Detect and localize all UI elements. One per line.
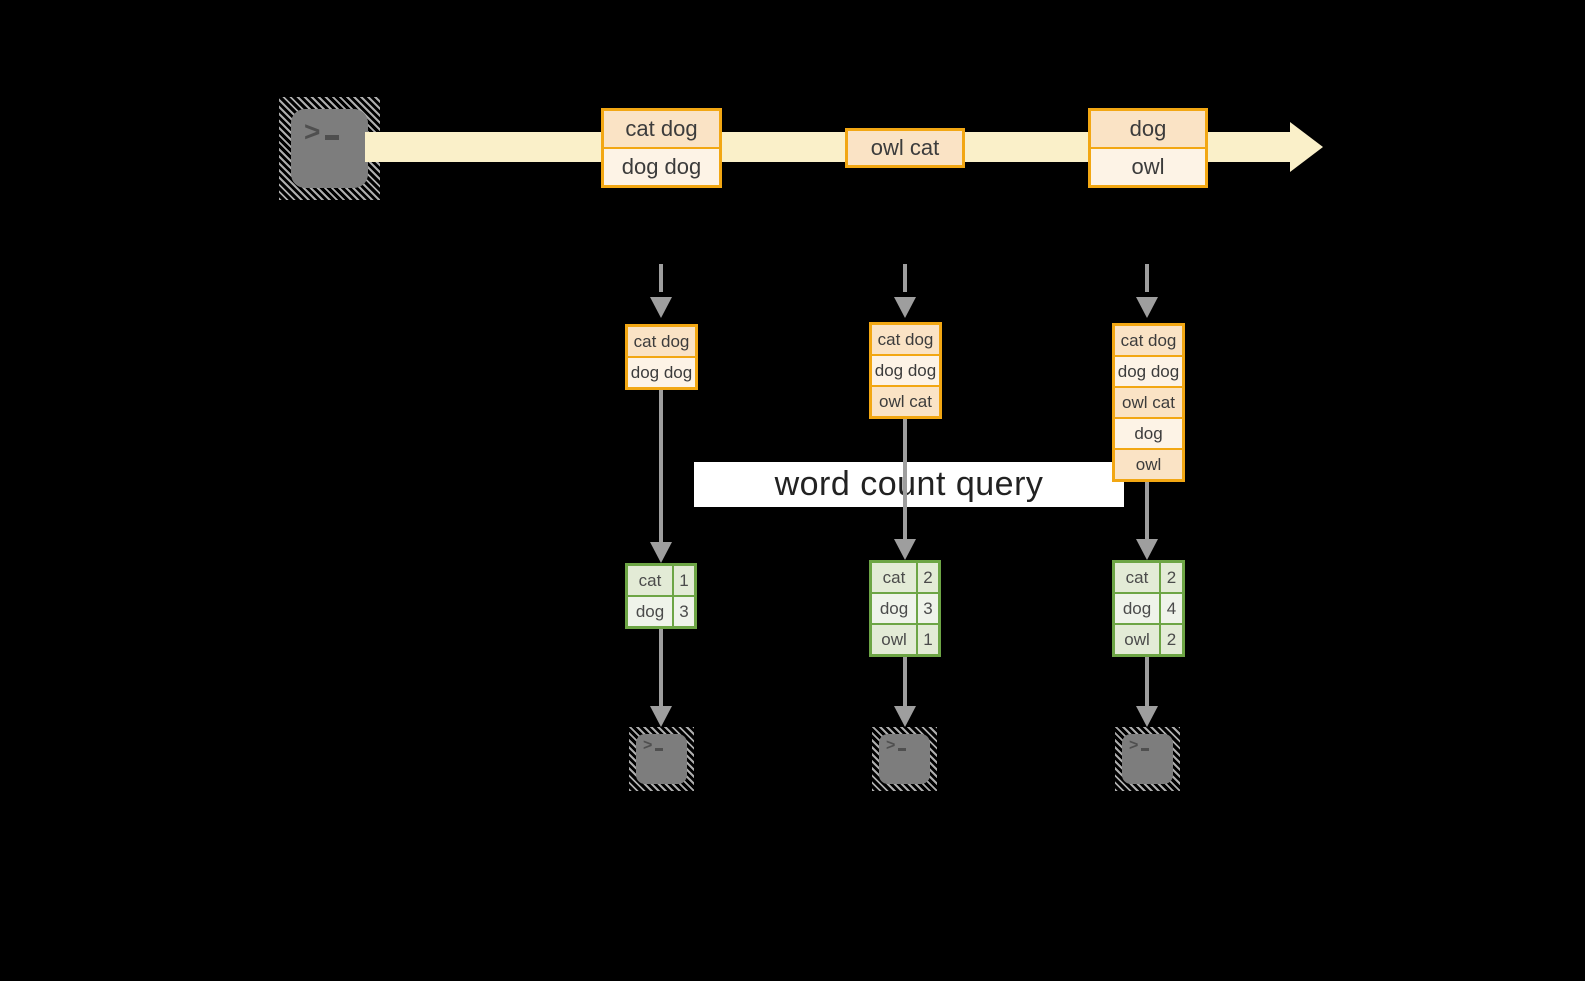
count-row: dog 3 bbox=[872, 592, 938, 623]
query-arrow-1 bbox=[659, 390, 663, 542]
input-record: cat dog bbox=[1115, 326, 1182, 355]
terminal-prompt-icon: > bbox=[1129, 736, 1150, 756]
arrowhead-icon bbox=[1136, 297, 1158, 318]
count-value-cell: 2 bbox=[1161, 563, 1182, 592]
query-arrow-3 bbox=[1145, 482, 1149, 539]
count-table-3: cat 2 dog 4 owl 2 bbox=[1112, 560, 1185, 657]
count-row: dog 3 bbox=[628, 595, 694, 626]
stream-batch-2: owl cat bbox=[845, 128, 965, 168]
stream-arrowhead-icon bbox=[1290, 122, 1323, 172]
query-banner: word count query bbox=[694, 462, 1124, 507]
input-record: owl cat bbox=[872, 385, 939, 416]
ingest-arrow-2 bbox=[903, 264, 907, 292]
terminal-cursor-icon bbox=[655, 748, 664, 751]
count-row: cat 2 bbox=[872, 563, 938, 592]
source-terminal-icon: > bbox=[279, 97, 380, 200]
arrowhead-icon bbox=[650, 542, 672, 563]
count-row: owl 2 bbox=[1115, 623, 1182, 654]
terminal-cursor-icon bbox=[1141, 748, 1150, 751]
input-record: cat dog bbox=[628, 327, 695, 356]
stream-record: owl bbox=[1091, 147, 1205, 185]
terminal-cursor-icon bbox=[898, 748, 907, 751]
input-record: dog dog bbox=[872, 354, 939, 385]
input-record: dog dog bbox=[1115, 355, 1182, 386]
terminal-prompt-icon: > bbox=[304, 115, 340, 149]
arrowhead-icon bbox=[894, 539, 916, 560]
input-records-2: cat dog dog dog owl cat bbox=[869, 322, 942, 419]
sink-terminal-icon-2: > bbox=[872, 727, 937, 791]
count-row: cat 1 bbox=[628, 566, 694, 595]
count-word-cell: owl bbox=[872, 625, 918, 654]
output-arrow-2 bbox=[903, 657, 907, 706]
arrowhead-icon bbox=[894, 706, 916, 727]
count-word-cell: dog bbox=[872, 594, 918, 623]
stream-record: owl cat bbox=[848, 131, 962, 165]
prompt-chevron-icon: > bbox=[886, 737, 896, 754]
sink-terminal-icon-1: > bbox=[629, 727, 694, 791]
count-value-cell: 4 bbox=[1161, 594, 1182, 623]
terminal-screen: > bbox=[1122, 734, 1173, 784]
input-record: dog dog bbox=[628, 356, 695, 387]
input-records-1: cat dog dog dog bbox=[625, 324, 698, 390]
count-row: cat 2 bbox=[1115, 563, 1182, 592]
count-value-cell: 2 bbox=[918, 563, 938, 592]
count-row: owl 1 bbox=[872, 623, 938, 654]
count-word-cell: owl bbox=[1115, 625, 1161, 654]
count-value-cell: 3 bbox=[918, 594, 938, 623]
input-record: dog bbox=[1115, 417, 1182, 448]
prompt-chevron-icon: > bbox=[1129, 737, 1139, 754]
ingest-arrow-3 bbox=[1145, 264, 1149, 292]
terminal-screen: > bbox=[636, 734, 687, 784]
stream-batch-3: dog owl bbox=[1088, 108, 1208, 188]
arrowhead-icon bbox=[894, 297, 916, 318]
stream-record: dog dog bbox=[604, 147, 719, 185]
sink-terminal-icon-3: > bbox=[1115, 727, 1180, 791]
count-word-cell: cat bbox=[1115, 563, 1161, 592]
count-word-cell: cat bbox=[628, 566, 674, 595]
count-value-cell: 1 bbox=[674, 566, 694, 595]
query-banner-label: word count query bbox=[774, 465, 1044, 503]
arrowhead-icon bbox=[650, 706, 672, 727]
arrowhead-icon bbox=[1136, 706, 1158, 727]
terminal-screen: > bbox=[291, 109, 368, 188]
stream-record: dog bbox=[1091, 111, 1205, 147]
stream-batch-1: cat dog dog dog bbox=[601, 108, 722, 188]
ingest-arrow-1 bbox=[659, 264, 663, 292]
count-table-2: cat 2 dog 3 owl 1 bbox=[869, 560, 941, 657]
count-word-cell: dog bbox=[628, 597, 674, 626]
input-record: owl cat bbox=[1115, 386, 1182, 417]
count-value-cell: 2 bbox=[1161, 625, 1182, 654]
query-arrow-2 bbox=[903, 419, 907, 539]
input-record: cat dog bbox=[872, 325, 939, 354]
arrowhead-icon bbox=[650, 297, 672, 318]
terminal-prompt-icon: > bbox=[643, 736, 664, 756]
count-table-1: cat 1 dog 3 bbox=[625, 563, 697, 629]
stream-record: cat dog bbox=[604, 111, 719, 147]
prompt-chevron-icon: > bbox=[304, 116, 321, 147]
output-arrow-1 bbox=[659, 629, 663, 706]
input-record: owl bbox=[1115, 448, 1182, 479]
terminal-screen: > bbox=[879, 734, 930, 784]
terminal-prompt-icon: > bbox=[886, 736, 907, 756]
count-value-cell: 3 bbox=[674, 597, 694, 626]
count-value-cell: 1 bbox=[918, 625, 938, 654]
input-records-3: cat dog dog dog owl cat dog owl bbox=[1112, 323, 1185, 482]
count-row: dog 4 bbox=[1115, 592, 1182, 623]
terminal-cursor-icon bbox=[325, 135, 340, 140]
count-word-cell: dog bbox=[1115, 594, 1161, 623]
count-word-cell: cat bbox=[872, 563, 918, 592]
arrowhead-icon bbox=[1136, 539, 1158, 560]
output-arrow-3 bbox=[1145, 657, 1149, 706]
prompt-chevron-icon: > bbox=[643, 737, 653, 754]
